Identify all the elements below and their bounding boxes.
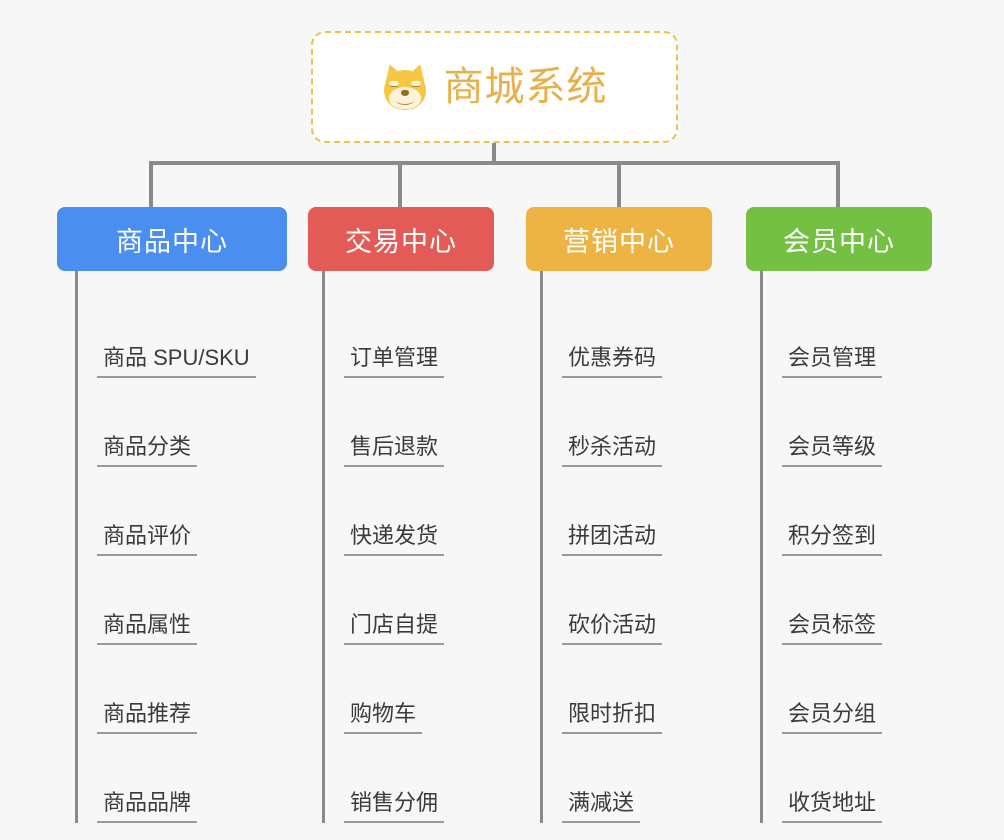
leaf-item[interactable]: 秒杀活动 [562,378,712,467]
leaf-item[interactable]: 快递发货 [344,467,494,556]
leaf-item[interactable]: 商品 SPU/SKU [97,289,287,378]
leaf-item[interactable]: 商品品牌 [97,734,287,823]
leaf-list-3: 会员管理 会员等级 积分签到 会员标签 会员分组 收货地址 [746,271,932,823]
leaf-item[interactable]: 积分签到 [782,467,932,556]
leaf-item[interactable]: 商品评价 [97,467,287,556]
connector-horizontal-bus [149,161,840,165]
leaf-item[interactable]: 会员分组 [782,645,932,734]
leaf-label: 拼团活动 [562,523,663,556]
connector-drop-2 [617,161,621,207]
leaf-label: 商品 SPU/SKU [97,345,256,378]
leaf-label: 售后退款 [344,434,445,467]
leaf-item[interactable]: 订单管理 [344,289,494,378]
leaf-item[interactable]: 会员等级 [782,378,932,467]
leaf-label: 收货地址 [782,790,883,823]
leaf-label: 秒杀活动 [562,434,663,467]
leaf-label: 会员标签 [782,612,883,645]
category-pill-3[interactable]: 会员中心 [746,207,932,271]
leaf-label: 商品分类 [97,434,198,467]
leaf-item[interactable]: 购物车 [344,645,494,734]
leaf-item[interactable]: 会员管理 [782,289,932,378]
connector-drop-1 [398,161,402,207]
leaf-item[interactable]: 门店自提 [344,556,494,645]
leaf-item[interactable]: 销售分佣 [344,734,494,823]
leaf-label: 满减送 [562,790,641,823]
column-spine-0 [75,271,78,823]
leaf-item[interactable]: 限时折扣 [562,645,712,734]
leaf-list-0: 商品 SPU/SKU 商品分类 商品评价 商品属性 商品推荐 商品品牌 [57,271,287,823]
root-node[interactable]: 商城系统 [311,31,678,143]
leaf-label: 会员等级 [782,434,883,467]
leaf-label: 会员管理 [782,345,883,378]
leaf-list-2: 优惠券码 秒杀活动 拼团活动 砍价活动 限时折扣 满减送 [526,271,712,823]
category-pill-0[interactable]: 商品中心 [57,207,287,271]
leaf-item[interactable]: 商品分类 [97,378,287,467]
leaf-label: 商品属性 [97,612,198,645]
leaf-label: 销售分佣 [344,790,445,823]
leaf-label: 快递发货 [344,523,445,556]
root-title: 商城系统 [443,65,608,109]
leaf-label: 砍价活动 [562,612,663,645]
category-pill-1[interactable]: 交易中心 [308,207,494,271]
leaf-label: 商品评价 [97,523,198,556]
leaf-label: 积分签到 [782,523,883,556]
connector-drop-3 [836,161,840,207]
leaf-label: 会员分组 [782,701,883,734]
leaf-label: 限时折扣 [562,701,663,734]
category-column-商品中心: 商品中心 商品 SPU/SKU 商品分类 商品评价 商品属性 商品推荐 商品品牌 [57,207,287,823]
leaf-item[interactable]: 砍价活动 [562,556,712,645]
category-column-会员中心: 会员中心 会员管理 会员等级 积分签到 会员标签 会员分组 收货地址 [746,207,932,823]
leaf-item[interactable]: 收货地址 [782,734,932,823]
category-pill-2[interactable]: 营销中心 [526,207,712,271]
leaf-label: 购物车 [344,701,423,734]
column-spine-2 [540,271,543,823]
leaf-item[interactable]: 商品推荐 [97,645,287,734]
leaf-label: 商品推荐 [97,701,198,734]
leaf-item[interactable]: 售后退款 [344,378,494,467]
leaf-label: 商品品牌 [97,790,198,823]
leaf-label: 门店自提 [344,612,445,645]
connector-drop-0 [149,161,153,207]
shiba-dog-icon [380,61,429,110]
leaf-item[interactable]: 满减送 [562,734,712,823]
column-spine-1 [322,271,325,823]
column-spine-3 [760,271,763,823]
leaf-label: 优惠券码 [562,345,663,378]
leaf-item[interactable]: 商品属性 [97,556,287,645]
leaf-item[interactable]: 会员标签 [782,556,932,645]
leaf-label: 订单管理 [344,345,445,378]
connector-root-stub [492,143,496,165]
category-column-交易中心: 交易中心 订单管理 售后退款 快递发货 门店自提 购物车 销售分佣 [308,207,494,823]
leaf-item[interactable]: 拼团活动 [562,467,712,556]
leaf-list-1: 订单管理 售后退款 快递发货 门店自提 购物车 销售分佣 [308,271,494,823]
category-column-营销中心: 营销中心 优惠券码 秒杀活动 拼团活动 砍价活动 限时折扣 满减送 [526,207,712,823]
leaf-item[interactable]: 优惠券码 [562,289,712,378]
